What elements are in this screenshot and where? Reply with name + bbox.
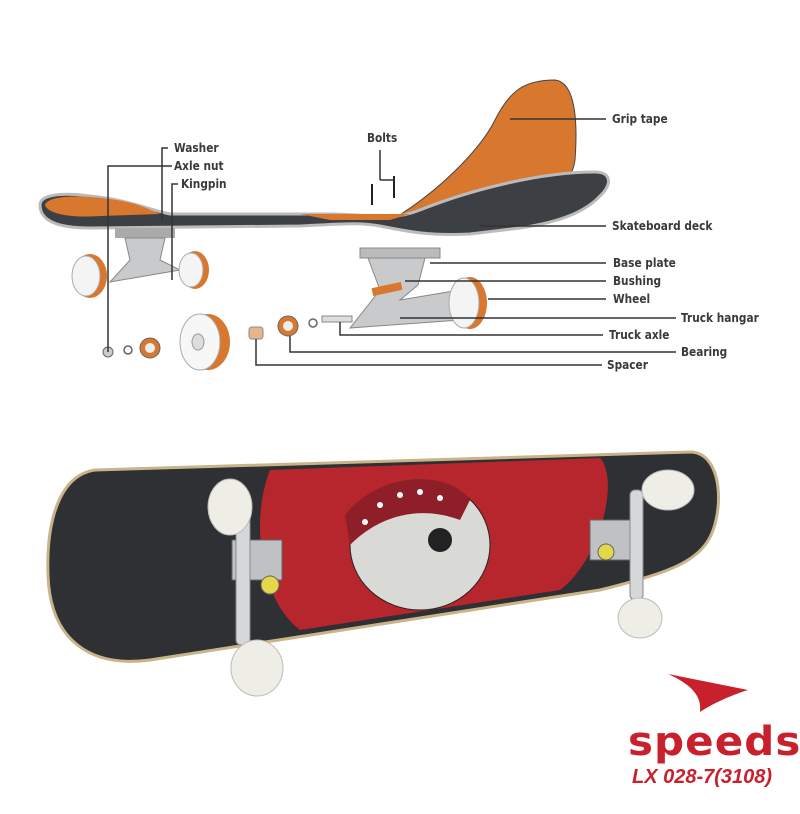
label-axle-nut: Axle nut	[174, 159, 224, 173]
mounted-truck-icon	[71, 228, 209, 298]
label-spacer: Spacer	[607, 358, 648, 372]
truck-left-icon	[207, 478, 284, 697]
label-bolts: Bolts	[367, 131, 398, 145]
exploded-truck-icon	[102, 247, 487, 371]
exploded-diagram	[38, 79, 676, 371]
leader-lines	[107, 118, 676, 366]
model-number: LX 028-7(3108)	[632, 766, 773, 788]
label-kingpin: Kingpin	[181, 177, 227, 191]
label-truck-hangar: Truck hangar	[681, 311, 759, 325]
label-washer: Washer	[174, 141, 219, 155]
front-grip-shape	[45, 196, 160, 217]
label-base-plate: Base plate	[613, 256, 676, 270]
label-grip-tape: Grip tape	[612, 112, 668, 126]
speeds-logo-icon	[668, 674, 748, 712]
middle-grip-shape	[300, 214, 410, 220]
label-bearing: Bearing	[681, 345, 728, 359]
label-wheel: Wheel	[613, 292, 651, 306]
label-skateboard-deck: Skateboard deck	[612, 219, 713, 233]
truck-right-icon	[589, 469, 695, 639]
label-bushing: Bushing	[613, 274, 662, 288]
brand-name: speeds	[628, 719, 800, 765]
skateboard-deck-shape	[38, 170, 610, 237]
label-truck-axle: Truck axle	[609, 328, 670, 342]
